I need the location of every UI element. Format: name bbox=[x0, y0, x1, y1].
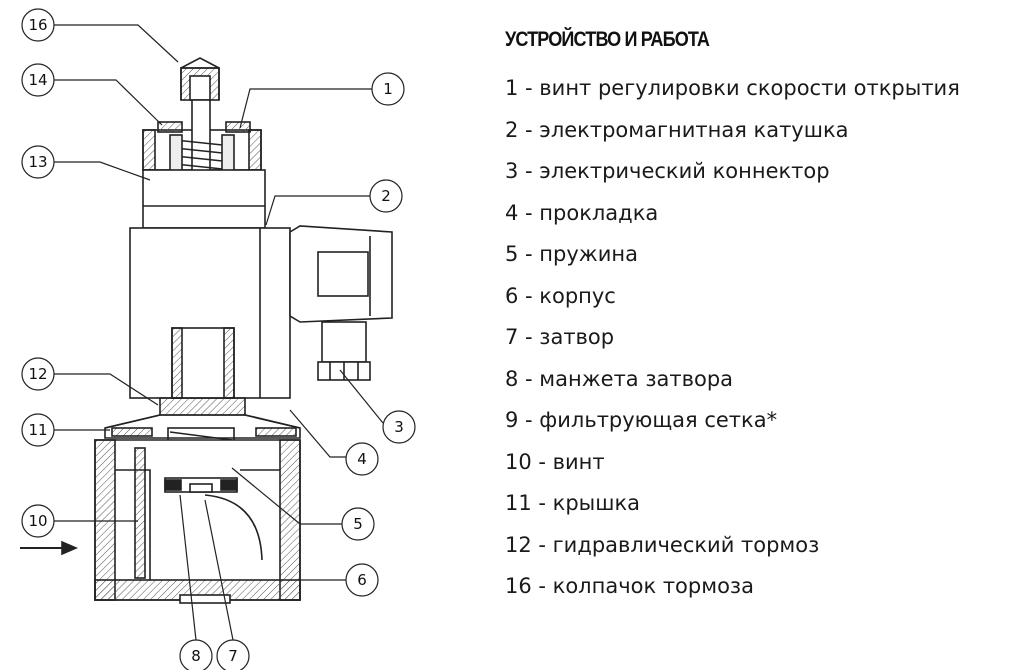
tube-part bbox=[142, 169, 266, 229]
valve-body-part bbox=[94, 439, 301, 604]
callout-2: 2 bbox=[369, 179, 403, 213]
callout-7: 7 bbox=[216, 639, 250, 670]
brake-cap-part bbox=[180, 57, 220, 101]
callout-label: 1 bbox=[383, 80, 393, 98]
callout-10: 10 bbox=[21, 504, 55, 538]
callout-4: 4 bbox=[345, 442, 379, 476]
callout-6: 6 bbox=[345, 563, 379, 597]
filter-screen-part bbox=[134, 447, 146, 579]
callout-label: 6 bbox=[357, 571, 367, 589]
valve-cross-section-diagram: 16 14 13 12 11 10 1 2 bbox=[20, 8, 416, 670]
legend-item: 7 - затвор bbox=[505, 325, 615, 349]
legend-list: 1 - винт регулировки скорости открытия 2… bbox=[505, 68, 1020, 608]
callout-label: 4 bbox=[357, 450, 367, 468]
callout-8: 8 bbox=[179, 639, 213, 670]
callouts: 16 14 13 12 11 10 1 2 bbox=[21, 8, 416, 670]
callout-label: 12 bbox=[28, 365, 47, 383]
legend-item: 4 - прокладка bbox=[505, 200, 659, 225]
callout-label: 5 bbox=[353, 515, 363, 533]
valve-drawing bbox=[20, 57, 393, 604]
callout-label: 13 bbox=[28, 153, 47, 171]
callout-label: 2 bbox=[381, 187, 391, 205]
legend-item: 2 - электромагнитная катушка bbox=[505, 117, 849, 142]
gate-part bbox=[164, 477, 238, 493]
legend-item: 8 - манжета затвора bbox=[505, 366, 734, 391]
callout-13: 13 bbox=[21, 145, 55, 179]
callout-label: 8 bbox=[191, 647, 201, 665]
callout-label: 3 bbox=[394, 418, 404, 436]
callout-3: 3 bbox=[382, 410, 416, 444]
flow-arrow-icon bbox=[20, 540, 79, 556]
coil-part bbox=[129, 227, 291, 399]
callout-12: 12 bbox=[21, 357, 55, 391]
leader-lines bbox=[54, 24, 384, 641]
callout-1: 1 bbox=[371, 72, 405, 106]
callout-label: 7 bbox=[228, 647, 238, 665]
legend-item: 9 - фильтрующая сетка* bbox=[505, 408, 778, 432]
callout-label: 16 bbox=[28, 16, 47, 34]
legend-item: 6 - корпус bbox=[505, 283, 616, 308]
legend-item: 10 - винт bbox=[505, 449, 605, 474]
legend-item: 3 - электрический коннектор bbox=[505, 159, 830, 183]
legend-title: УСТРОЙСТВО И РАБОТА bbox=[505, 28, 710, 51]
legend-item: 5 - пружина bbox=[505, 242, 638, 266]
parts-legend: УСТРОЙСТВО И РАБОТА 1 - винт регулировки… bbox=[505, 28, 1020, 608]
legend-item: 16 - колпачок тормоза bbox=[505, 574, 754, 598]
callout-label: 10 bbox=[28, 512, 47, 530]
legend-item: 12 - гидравлический тормоз bbox=[505, 532, 820, 557]
callout-11: 11 bbox=[21, 413, 55, 447]
callout-16: 16 bbox=[21, 8, 55, 42]
cover-part bbox=[104, 397, 301, 439]
legend-item: 1 - винт регулировки скорости открытия bbox=[505, 76, 960, 100]
connector-part bbox=[289, 225, 393, 381]
callout-5: 5 bbox=[341, 507, 375, 541]
callout-14: 14 bbox=[21, 63, 55, 97]
callout-label: 11 bbox=[28, 421, 47, 439]
top-housing-part bbox=[142, 99, 262, 179]
legend-item: 11 - крышка bbox=[505, 491, 641, 515]
callout-label: 14 bbox=[28, 71, 47, 89]
